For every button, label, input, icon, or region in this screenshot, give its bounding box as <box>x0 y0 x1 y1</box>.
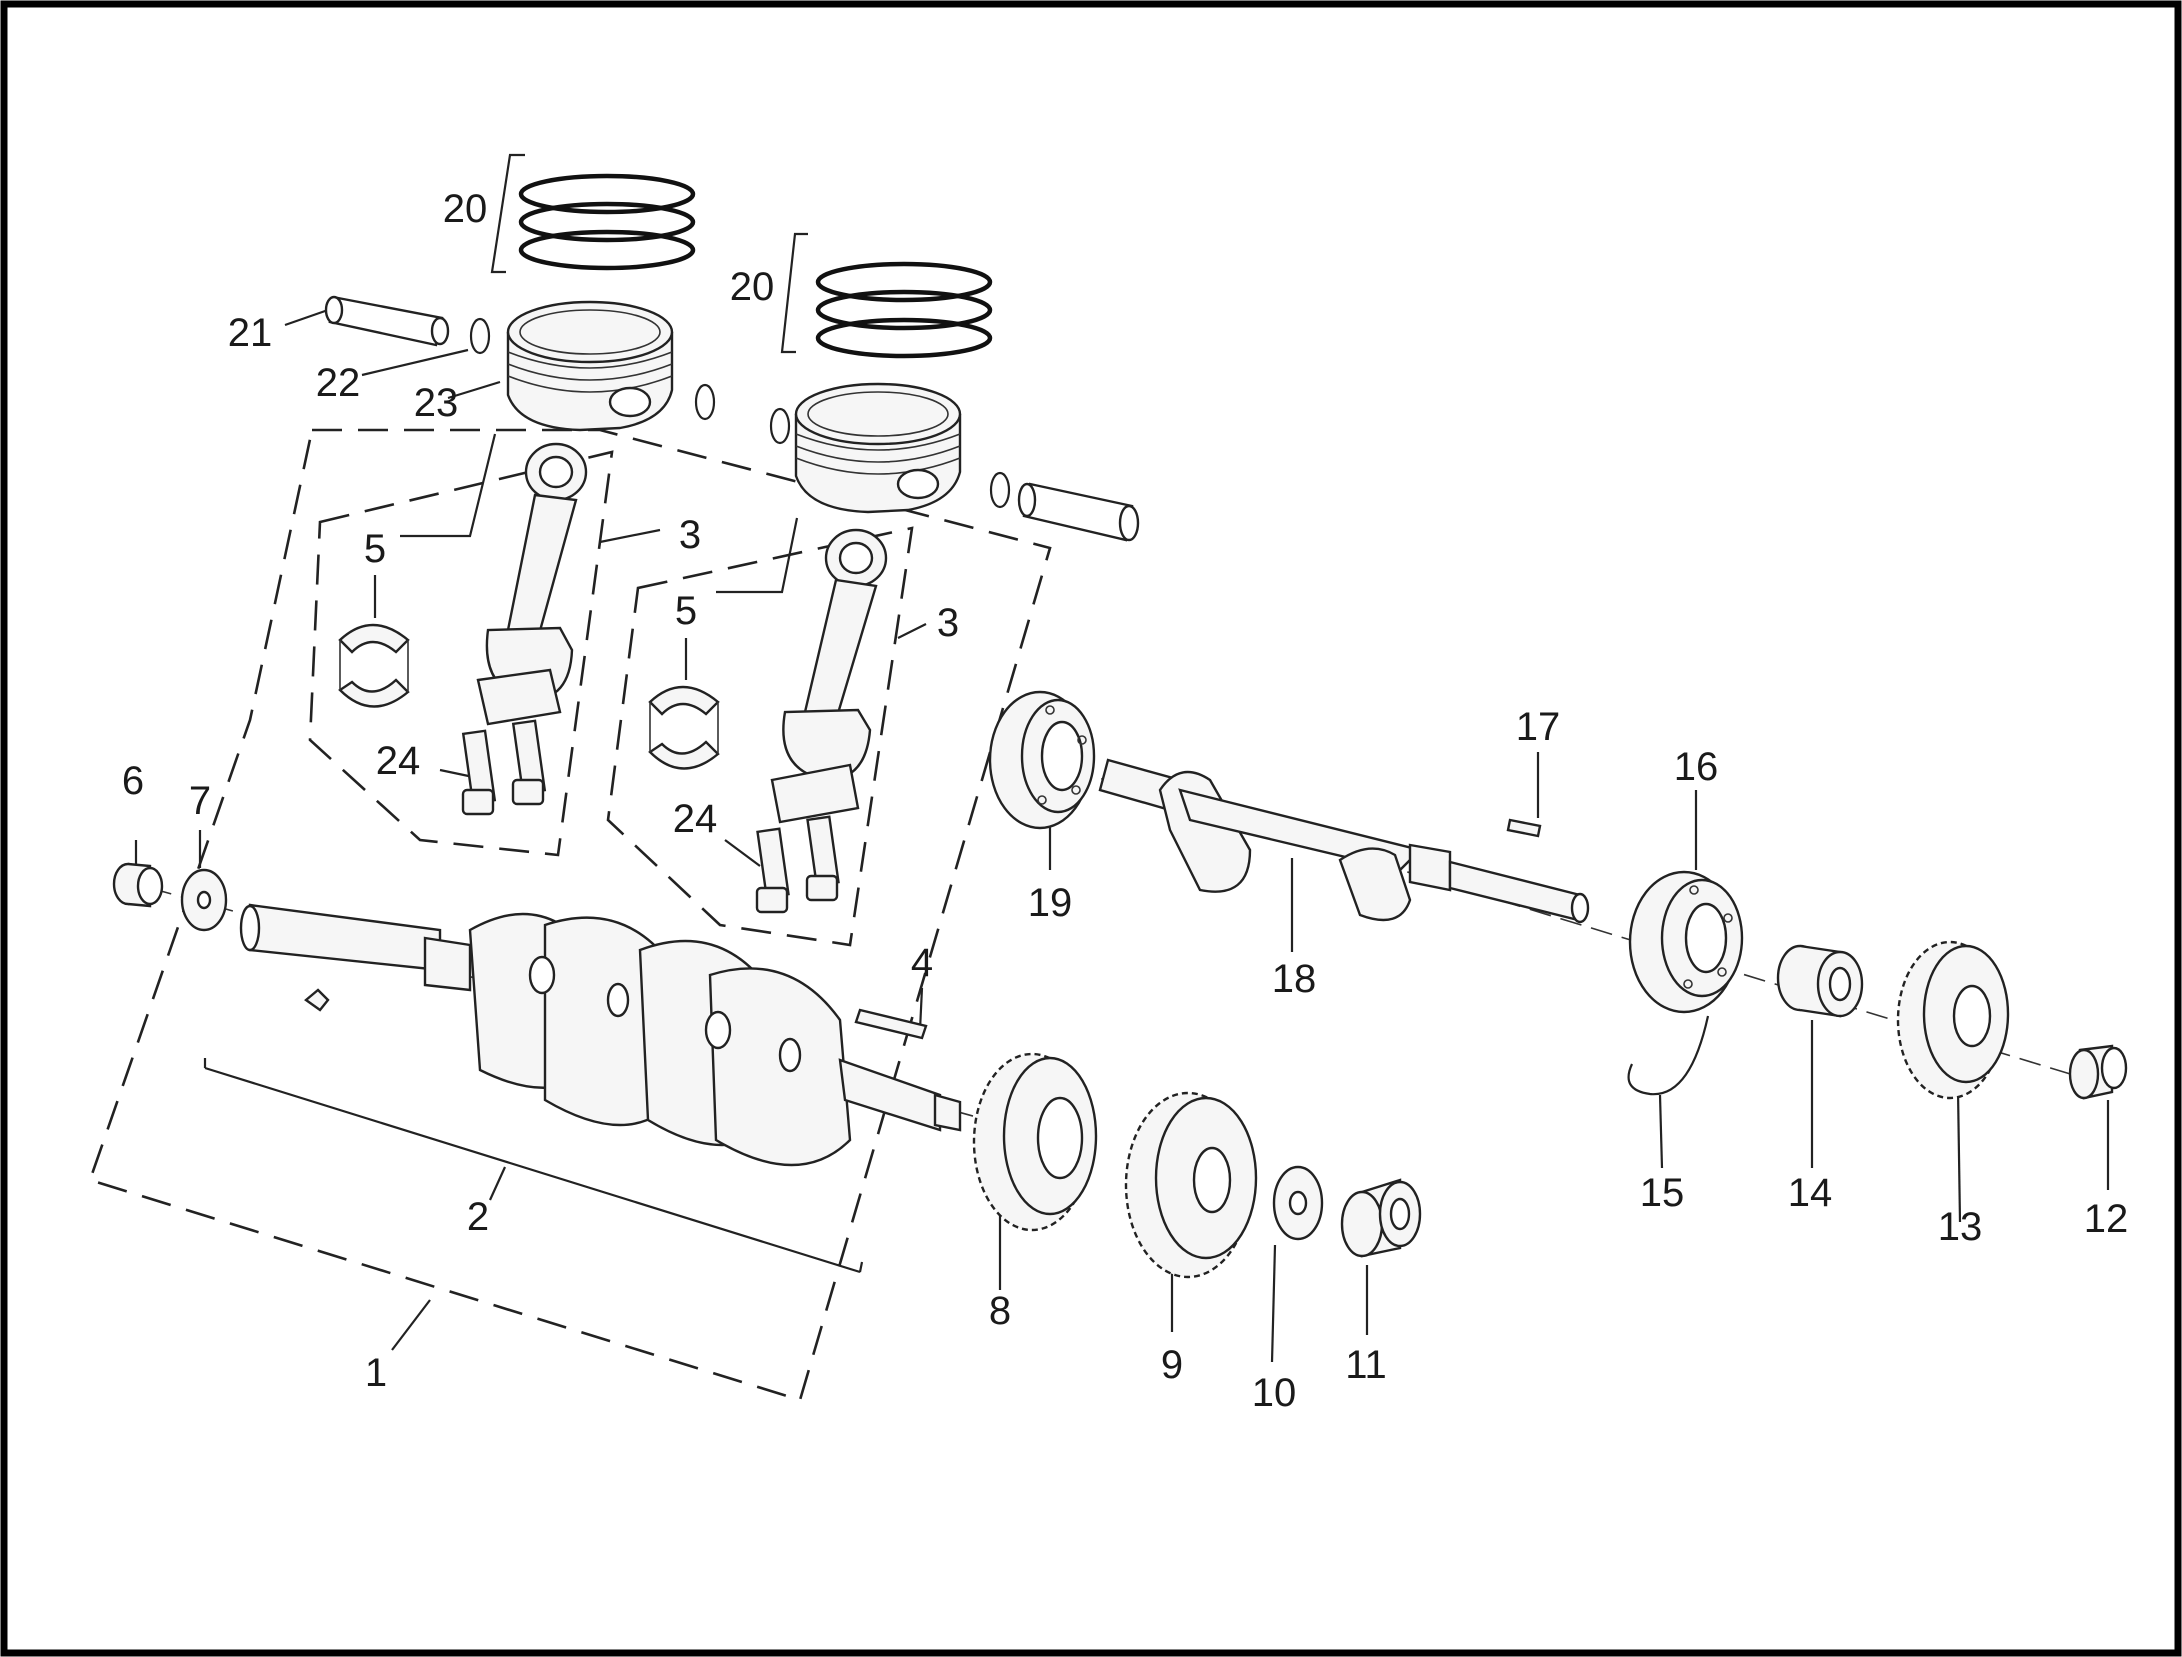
leader-15 <box>1658 1094 1664 1169</box>
callout-17: 17 <box>1516 705 1561 749</box>
callout-4: 4 <box>911 941 933 985</box>
callout-8: 8 <box>989 1289 1011 1333</box>
callout-20-left: 20 <box>443 187 488 231</box>
piston-pin-left <box>324 295 450 347</box>
callout-22: 22 <box>316 361 361 405</box>
callout-11: 11 <box>1345 1343 1387 1387</box>
bearing-19 <box>988 690 1096 830</box>
key-4 <box>854 1008 928 1040</box>
callout-13: 13 <box>1938 1205 1983 1249</box>
leader-20b <box>780 232 808 354</box>
callout-16: 16 <box>1674 745 1719 789</box>
leader-2 <box>203 1058 864 1274</box>
bearing-16 <box>1628 870 1744 1014</box>
leader-4 <box>918 987 924 1031</box>
leader-23 <box>447 380 501 400</box>
callout-9: 9 <box>1161 1343 1183 1387</box>
bearing-shell-left <box>338 623 410 708</box>
connecting-rod-right <box>755 528 888 914</box>
leader-21 <box>284 308 329 327</box>
piston-pin-right <box>1017 482 1140 542</box>
bearing-shell-right <box>648 685 720 770</box>
leader-3a <box>599 528 661 544</box>
washer-7 <box>180 868 228 932</box>
leader-conrod-left <box>400 433 497 538</box>
callout-23: 23 <box>414 381 459 425</box>
circlip-15 <box>1627 1015 1710 1096</box>
leader-3b <box>897 623 927 639</box>
callout-15: 15 <box>1640 1171 1685 1215</box>
callout-7: 7 <box>189 779 211 823</box>
callout-2: 2 <box>467 1195 489 1239</box>
callout-24-left: 24 <box>376 739 421 783</box>
callout-20-right: 20 <box>730 265 775 309</box>
nut-6 <box>112 862 164 908</box>
callout-14: 14 <box>1788 1171 1833 1215</box>
callout-5-left: 5 <box>364 527 386 571</box>
leader-1 <box>391 1299 431 1351</box>
connecting-rod-left <box>461 442 588 816</box>
callout-5-right: 5 <box>675 589 697 633</box>
callout-12: 12 <box>2084 1197 2129 1241</box>
spacer-14 <box>1776 944 1864 1018</box>
circlips <box>469 317 1011 509</box>
piston-right <box>794 382 962 514</box>
washer-10 <box>1272 1165 1324 1241</box>
gear-8 <box>972 1052 1098 1232</box>
callout-18: 18 <box>1272 957 1317 1001</box>
nut-12 <box>2068 1044 2128 1100</box>
callout-3-right: 3 <box>937 601 959 645</box>
piston-rings-right <box>815 261 993 359</box>
callout-6: 6 <box>122 759 144 803</box>
callout-21: 21 <box>228 311 273 355</box>
leader-22 <box>361 348 469 377</box>
callout-24-right: 24 <box>673 797 718 841</box>
balance-shaft <box>1039 758 2091 1081</box>
callout-labels: 1 2 3 3 4 5 5 6 7 8 9 10 11 12 13 14 15 … <box>122 187 2128 1415</box>
callout-10: 10 <box>1252 1371 1297 1415</box>
crankshaft <box>149 887 981 1167</box>
piston-rings-left <box>518 173 696 271</box>
spacer-11 <box>1340 1178 1422 1258</box>
callout-19: 19 <box>1028 881 1073 925</box>
gear-13 <box>1896 940 2010 1100</box>
leader-13 <box>1956 1089 1962 1223</box>
leader-20a <box>490 153 525 274</box>
leader-24b <box>724 839 761 867</box>
gear-9 <box>1124 1091 1258 1279</box>
key-17 <box>1506 818 1542 838</box>
piston-left <box>506 300 674 432</box>
leader-conrod-right <box>716 517 799 594</box>
callout-1: 1 <box>365 1351 387 1395</box>
callout-3-left: 3 <box>679 513 701 557</box>
leader-10 <box>1270 1244 1277 1363</box>
